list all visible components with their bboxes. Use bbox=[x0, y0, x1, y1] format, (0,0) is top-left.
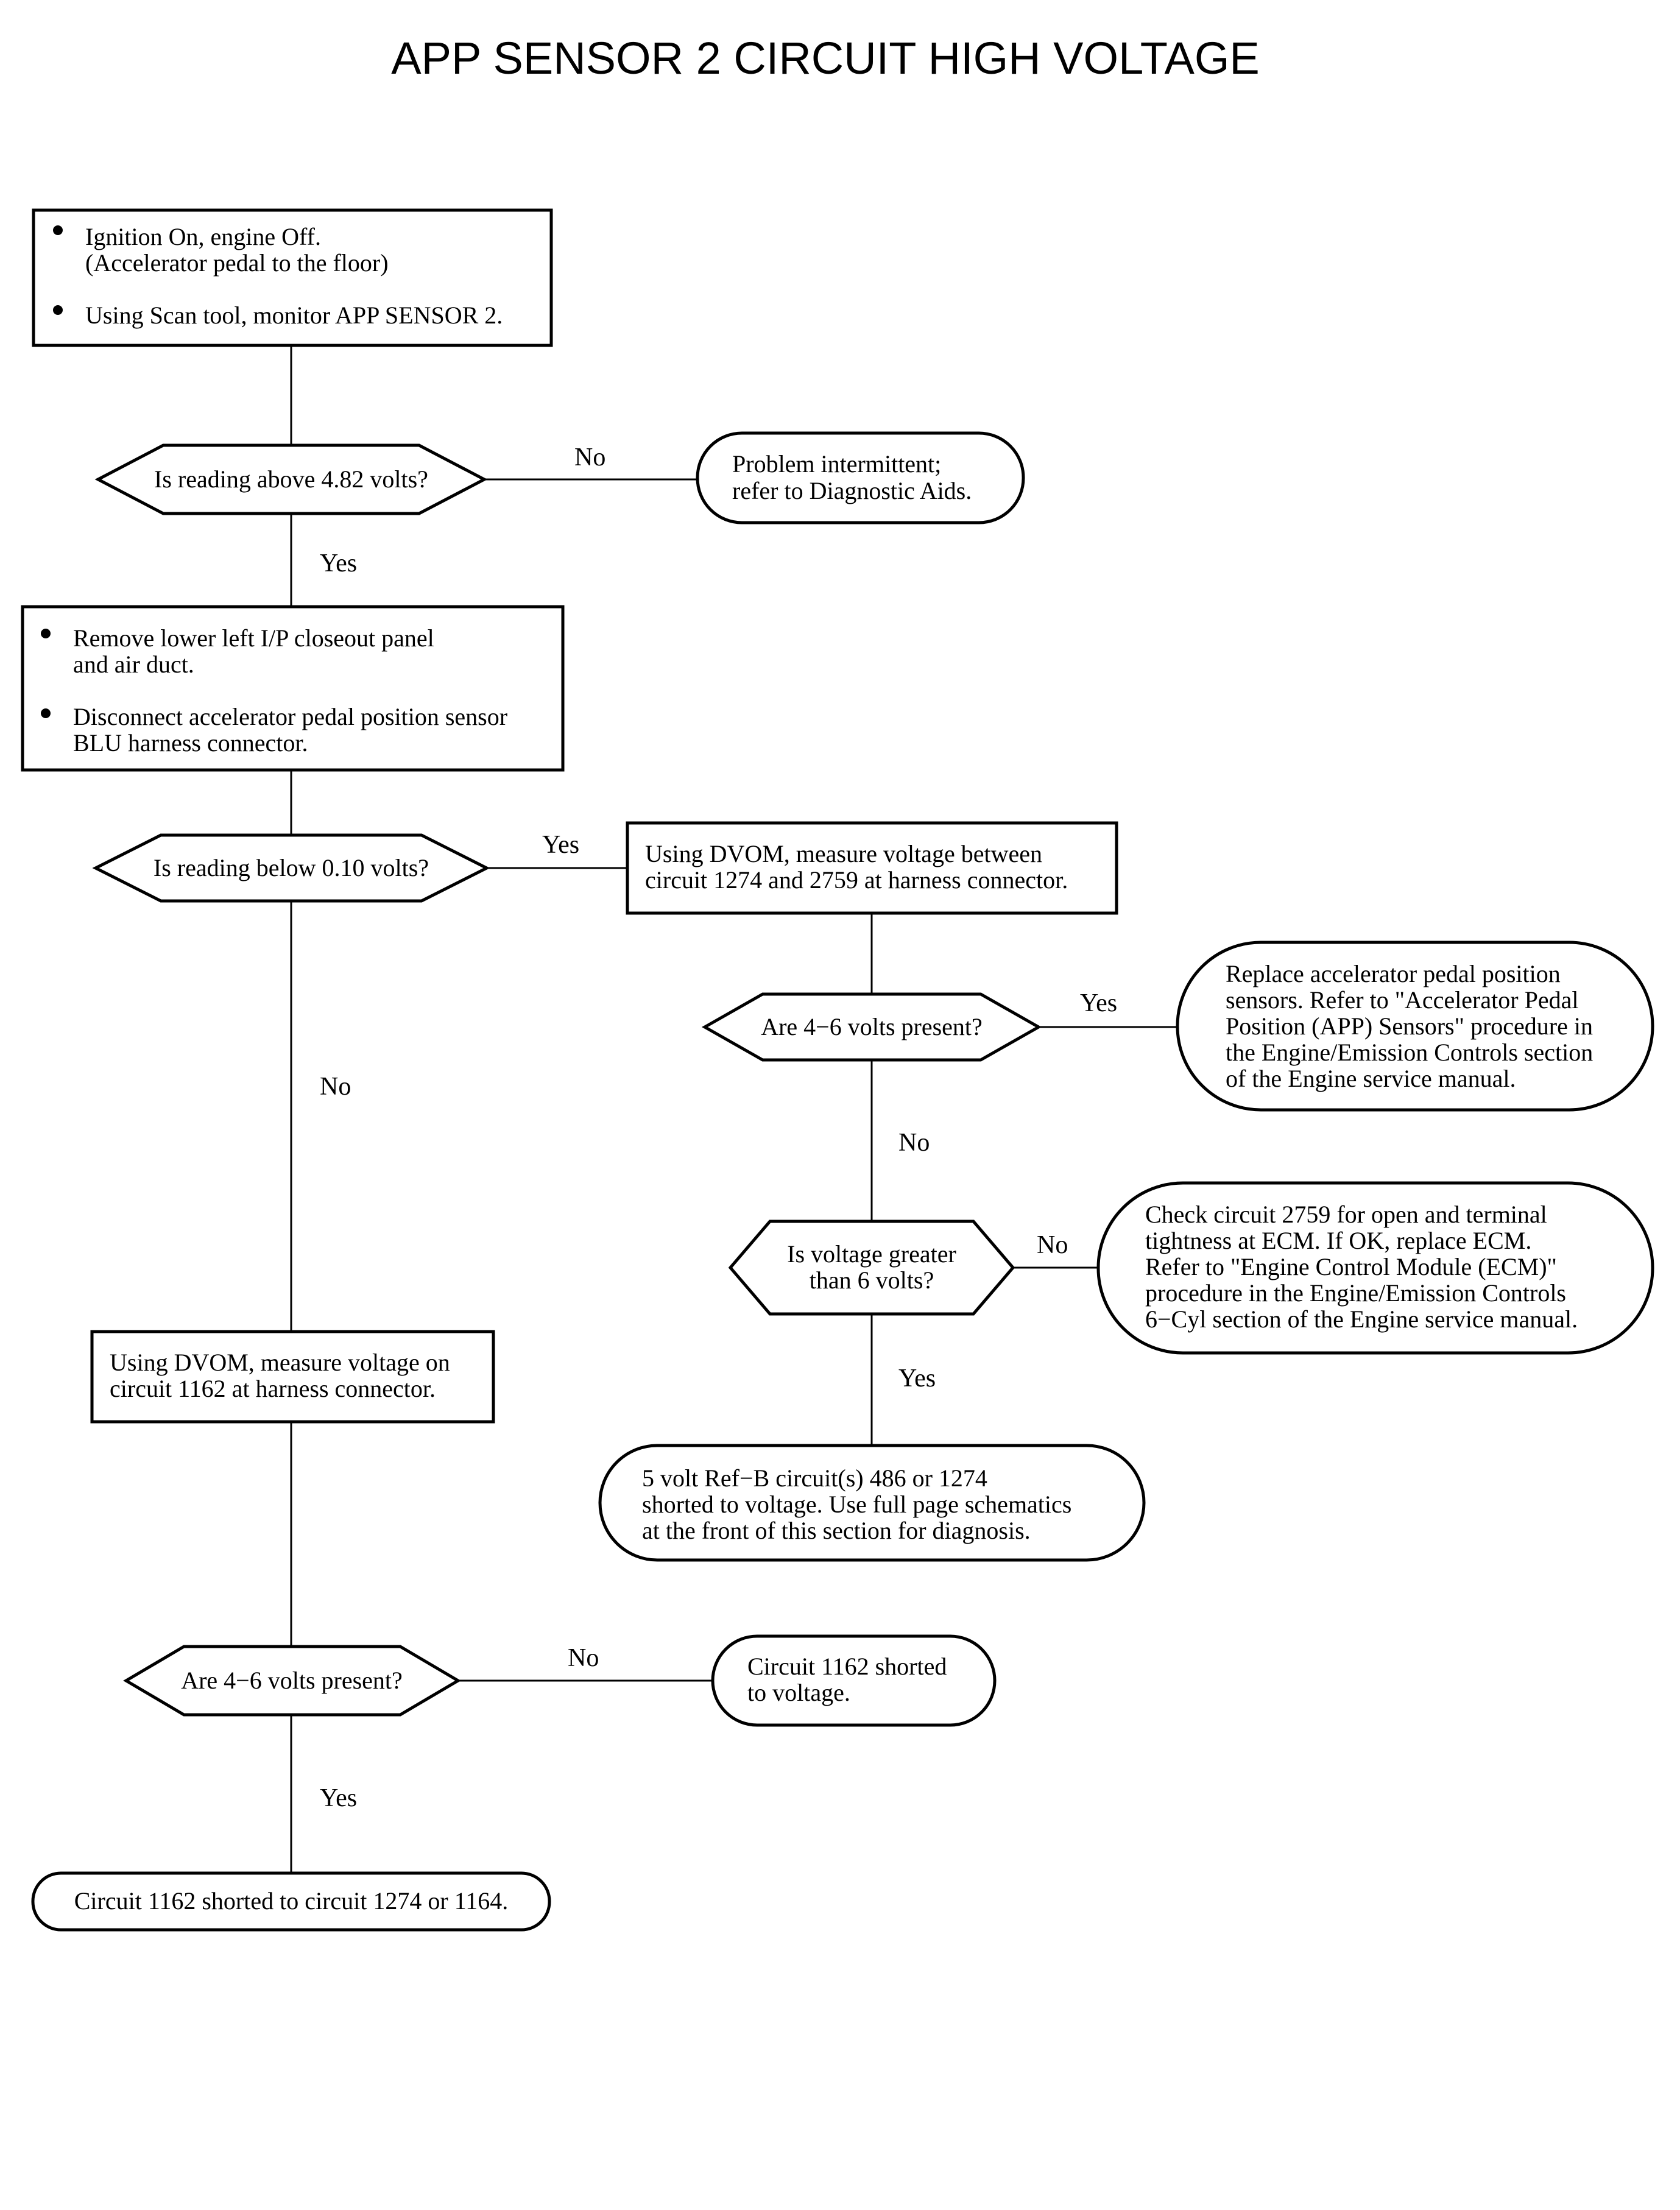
decision5-line1: Are 4−6 volts present? bbox=[181, 1667, 403, 1694]
decision-1: Is reading above 4.82 volts? bbox=[94, 443, 488, 515]
step2-bullet1-line2: and air duct. bbox=[73, 651, 194, 678]
step-box-3: Using DVOM, measure voltage between circ… bbox=[626, 821, 1118, 915]
result1-line2: refer to Diagnostic Aids. bbox=[732, 477, 972, 504]
result3-line4: procedure in the Engine/Emission Control… bbox=[1145, 1279, 1566, 1307]
result-box-3: Check circuit 2759 for open and terminal… bbox=[1096, 1181, 1654, 1355]
edge-label-q1-yes: Yes bbox=[320, 549, 357, 577]
result2-line5: of the Engine service manual. bbox=[1226, 1065, 1516, 1092]
step1-bullet2-line1: Using Scan tool, monitor APP SENSOR 2. bbox=[85, 302, 503, 329]
connectors bbox=[290, 345, 1177, 1873]
result-box-2: Replace accelerator pedal position senso… bbox=[1176, 941, 1654, 1112]
edge-label-q3-no: No bbox=[898, 1129, 930, 1157]
step2-bullet2-line2: BLU harness connector. bbox=[73, 729, 308, 757]
decision-2: Is reading below 0.10 volts? bbox=[92, 833, 490, 903]
step-box-2: Remove lower left I/P closeout panel and… bbox=[21, 605, 565, 772]
edge-label-q5-no: No bbox=[568, 1644, 599, 1672]
edge-label-q2-no: No bbox=[320, 1073, 351, 1101]
step-box-1: Ignition On, engine Off. (Accelerator pe… bbox=[32, 208, 553, 347]
decision-4: Is voltage greater than 6 volts? bbox=[728, 1220, 1015, 1316]
result2-line2: sensors. Refer to "Accelerator Pedal bbox=[1226, 986, 1578, 1014]
bullet-icon bbox=[53, 225, 63, 235]
step1-bullet1-line1: Ignition On, engine Off. bbox=[85, 223, 321, 250]
page-title: APP SENSOR 2 CIRCUIT HIGH VOLTAGE bbox=[391, 33, 1260, 83]
edge-label-q2-yes: Yes bbox=[542, 831, 579, 859]
edge-label-q4-no: No bbox=[1037, 1231, 1068, 1259]
result3-line5: 6−Cyl section of the Engine service manu… bbox=[1145, 1305, 1578, 1333]
step3-line1: Using DVOM, measure voltage between bbox=[645, 840, 1042, 867]
step3-line2: circuit 1274 and 2759 at harness connect… bbox=[645, 866, 1068, 894]
decision3-line1: Are 4−6 volts present? bbox=[761, 1013, 983, 1040]
result1-line1: Problem intermittent; bbox=[732, 450, 941, 478]
bullet-icon bbox=[41, 708, 51, 718]
step2-bullet2-line1: Disconnect accelerator pedal position se… bbox=[73, 703, 507, 730]
result3-line3: Refer to "Engine Control Module (ECM)" bbox=[1145, 1253, 1557, 1280]
result-box-4: 5 volt Ref−B circuit(s) 486 or 1274 shor… bbox=[598, 1444, 1146, 1562]
step4-line1: Using DVOM, measure voltage on bbox=[110, 1349, 450, 1376]
step4-line2: circuit 1162 at harness connector. bbox=[110, 1375, 436, 1402]
result4-line3: at the front of this section for diagnos… bbox=[642, 1517, 1031, 1544]
result4-line1: 5 volt Ref−B circuit(s) 486 or 1274 bbox=[642, 1464, 987, 1492]
bullet-icon bbox=[41, 629, 51, 638]
decision4-line2: than 6 volts? bbox=[810, 1266, 934, 1294]
step-box-4: Using DVOM, measure voltage on circuit 1… bbox=[90, 1330, 495, 1424]
result6-line1: Circuit 1162 shorted to circuit 1274 or … bbox=[74, 1887, 508, 1915]
decision-5: Are 4−6 volts present? bbox=[123, 1645, 461, 1717]
edge-label-q3-yes: Yes bbox=[1080, 989, 1117, 1017]
result3-line2: tightness at ECM. If OK, replace ECM. bbox=[1145, 1227, 1531, 1254]
result2-line4: the Engine/Emission Controls section bbox=[1226, 1039, 1593, 1066]
result4-line2: shorted to voltage. Use full page schema… bbox=[642, 1491, 1071, 1518]
decision-3: Are 4−6 volts present? bbox=[701, 992, 1042, 1062]
decision2-line1: Is reading below 0.10 volts? bbox=[154, 854, 429, 881]
bullet-icon bbox=[53, 305, 63, 315]
result-box-1: Problem intermittent; refer to Diagnosti… bbox=[696, 431, 1025, 524]
result5-line1: Circuit 1162 shorted bbox=[747, 1653, 947, 1680]
step1-bullet1-line2: (Accelerator pedal to the floor) bbox=[85, 249, 389, 277]
edge-label-q1-no: No bbox=[574, 443, 605, 471]
decision4-line1: Is voltage greater bbox=[787, 1240, 956, 1268]
edge-label-q4-yes: Yes bbox=[898, 1364, 936, 1393]
result-box-5: Circuit 1162 shorted to voltage. bbox=[711, 1634, 997, 1727]
decision1-line1: Is reading above 4.82 volts? bbox=[154, 465, 428, 493]
result-box-6: Circuit 1162 shorted to circuit 1274 or … bbox=[31, 1871, 551, 1932]
step2-bullet1-line1: Remove lower left I/P closeout panel bbox=[73, 624, 434, 652]
result3-line1: Check circuit 2759 for open and terminal bbox=[1145, 1201, 1547, 1228]
result2-line3: Position (APP) Sensors" procedure in bbox=[1226, 1012, 1593, 1040]
edge-label-q5-yes: Yes bbox=[320, 1784, 357, 1812]
result5-line2: to voltage. bbox=[747, 1679, 850, 1706]
result2-line1: Replace accelerator pedal position bbox=[1226, 960, 1561, 987]
